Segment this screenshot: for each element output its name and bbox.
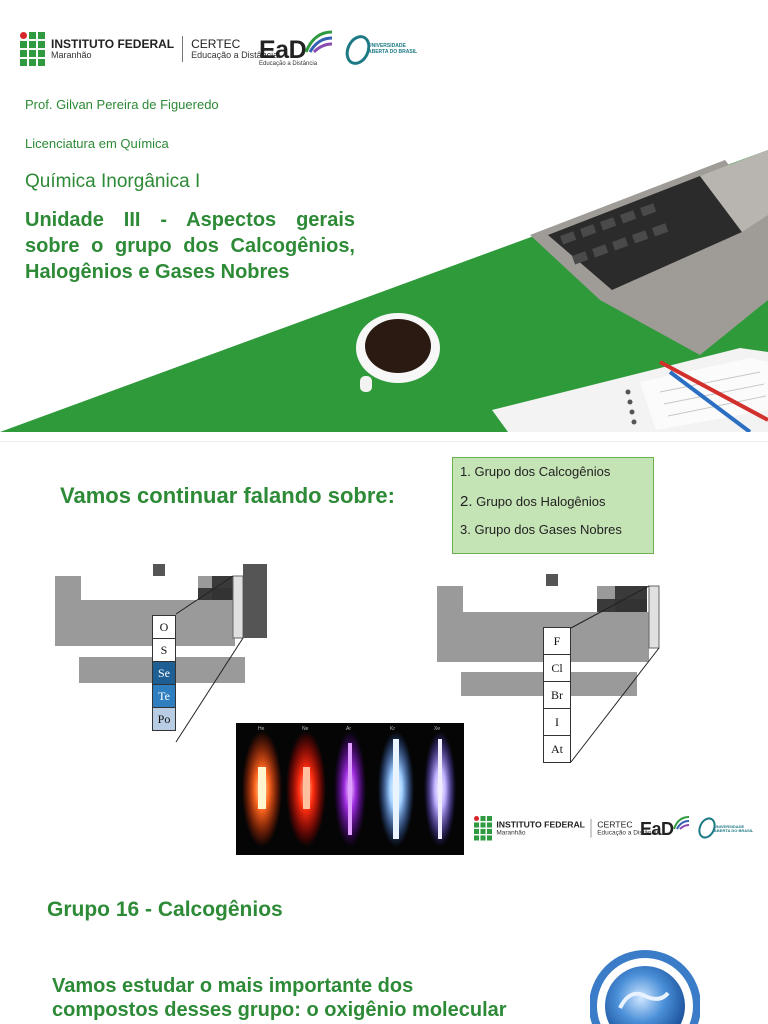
course-name: Licenciatura em Química — [25, 136, 169, 151]
group-body: Vamos estudar o mais importante dos comp… — [52, 974, 507, 1022]
tube-label: He — [258, 726, 265, 732]
element-cell: O — [152, 615, 176, 639]
element-cell: Se — [152, 661, 176, 685]
laptop-image — [530, 150, 768, 355]
desk-illustration — [0, 150, 768, 432]
if-name: INSTITUTO FEDERAL — [51, 36, 175, 51]
certec-name: CERTEC — [191, 36, 241, 51]
list-item: 2. Grupo dos Halogênios — [460, 493, 606, 510]
halogen-column: F Cl Br I At — [543, 627, 571, 763]
coffee-cup-image — [356, 313, 440, 392]
if-logo-icon — [20, 32, 45, 66]
uab-text: UNIVERSIDADE ABERTA DO BRASIL — [714, 824, 754, 834]
element-cell: Br — [543, 681, 571, 709]
tube-label: Xe — [434, 726, 441, 732]
if-name: INSTITUTO FEDERAL — [496, 819, 585, 830]
discipline-name: Química Inorgânica I — [25, 171, 201, 192]
if-logo-footer: INSTITUTO FEDERAL Maranhão CERTEC Educaç… — [474, 816, 660, 841]
if-sub: Maranhão — [496, 828, 526, 836]
tube-label: Kr — [390, 726, 395, 732]
element-cell: Po — [152, 707, 176, 731]
element-cell: I — [543, 708, 571, 736]
globe-icon — [590, 950, 700, 1024]
if-sub: Maranhão — [51, 49, 92, 60]
unit-title: Unidade III - Aspectos gerais sobre o gr… — [25, 209, 355, 283]
noble-gas-tubes-photo: He Ne Ar Kr Xe — [236, 723, 464, 855]
chalcogen-column: O S Se Te Po — [152, 615, 176, 731]
body-line: Vamos estudar o mais importante dos — [52, 975, 414, 997]
slide-title: INSTITUTO FEDERAL Maranhão CERTEC Educaç… — [0, 0, 768, 432]
ead-logo-footer: EaD — [640, 819, 674, 840]
list-item: 1. Grupo dos Calcogênios — [460, 464, 611, 479]
if-logo-icon — [474, 816, 492, 841]
tube-label: Ne — [302, 726, 309, 732]
certec-name: CERTEC — [597, 819, 633, 830]
ead-swoosh-icon — [304, 30, 333, 54]
ead-swoosh-icon — [673, 816, 690, 830]
periodic-table-chalcogens — [55, 564, 267, 743]
element-cell: S — [152, 638, 176, 662]
topics-list: 1. Grupo dos Calcogênios 2. Grupo dos Ha… — [452, 457, 654, 554]
uab-emblem-icon — [345, 35, 370, 65]
certec-sub: Educação a Distância — [191, 49, 279, 60]
ead-text: EaD — [259, 36, 307, 64]
ead-text: EaD — [640, 819, 674, 839]
element-cell: Cl — [543, 654, 571, 682]
ead-sub: Educação a Distância — [259, 61, 318, 67]
notebook-image — [492, 348, 768, 432]
element-cell: At — [543, 735, 571, 763]
list-item: 3. Grupo dos Gases Nobres — [460, 522, 622, 537]
if-logo: INSTITUTO FEDERAL Maranhão CERTEC Educaç… — [20, 32, 278, 66]
group-title: Grupo 16 - Calcogênios — [47, 898, 283, 921]
professor-name: Prof. Gilvan Pereira de Figueredo — [25, 97, 219, 112]
slide-heading: Vamos continuar falando sobre: — [60, 483, 395, 508]
uab-text: UNIVERSIDADE ABERTA DO BRASIL — [368, 43, 418, 55]
element-cell: Te — [152, 684, 176, 708]
element-cell: F — [543, 627, 571, 655]
slide-group16: Grupo 16 - Calcogênios Vamos estudar o m… — [0, 872, 768, 1024]
body-line: compostos desses grupo: o oxigênio molec… — [52, 999, 507, 1021]
uab-emblem-icon — [698, 817, 716, 839]
certec-sub: Educação a Distância — [597, 828, 660, 836]
tube-label: Ar — [346, 726, 351, 732]
ead-logo: EaD Educação a Distância — [259, 36, 317, 67]
slide-overview: Vamos continuar falando sobre: 1. Grupo … — [0, 441, 768, 868]
